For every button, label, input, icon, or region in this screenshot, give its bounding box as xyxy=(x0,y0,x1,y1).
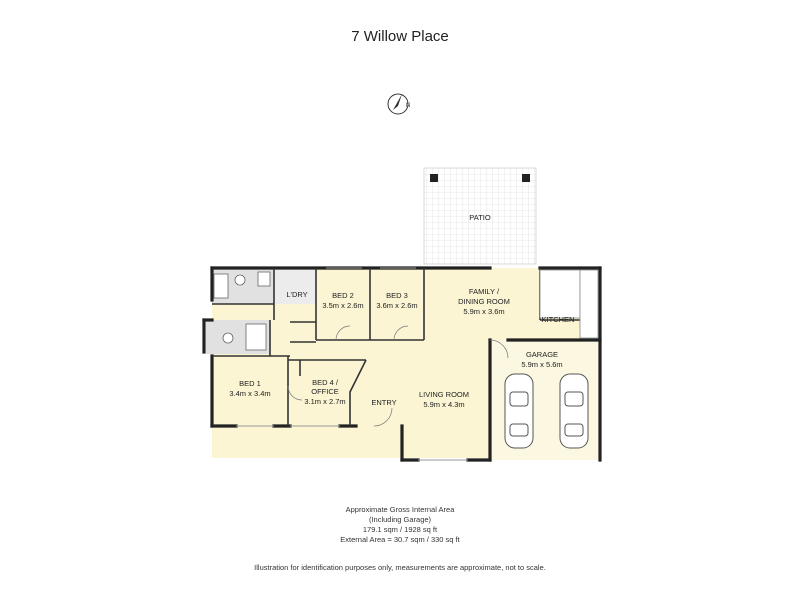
room-size-garage: 5.9m x 5.6m xyxy=(521,360,562,369)
car-icon xyxy=(504,373,534,449)
area-line: (Including Garage) xyxy=(368,515,432,524)
plan-title: 7 Willow Place xyxy=(351,28,449,45)
room-label-bed4: BED 4 / xyxy=(312,378,339,387)
area-summary: Approximate Gross Internal Area (Includi… xyxy=(0,505,800,545)
patio-post xyxy=(430,174,438,182)
area-line: 179.1 sqm / 1928 sq ft xyxy=(362,525,438,534)
room-label-laundry: L'DRY xyxy=(286,290,307,299)
patio-area xyxy=(423,167,537,265)
room-label-bed2: BED 2 xyxy=(332,291,354,300)
disclaimer-text: Illustration for identification purposes… xyxy=(254,563,546,572)
room-label-entry: ENTRY xyxy=(371,398,396,407)
room-size-family: 5.9m x 3.6m xyxy=(463,307,504,316)
room-size-bed1: 3.4m x 3.4m xyxy=(229,389,270,398)
room-size-bed4: 3.1m x 2.7m xyxy=(304,397,345,406)
room-label-bed1: BED 1 xyxy=(239,379,261,388)
door-swings xyxy=(287,325,509,427)
room-size-living: 5.9m x 4.3m xyxy=(423,400,464,409)
patio-post xyxy=(522,174,530,182)
svg-text:N: N xyxy=(406,103,410,109)
car-icon xyxy=(559,373,589,449)
room-label-patio: PATIO xyxy=(469,213,491,222)
room-label-garage: GARAGE xyxy=(526,350,558,359)
room-label-living: LIVING ROOM xyxy=(419,390,469,399)
room-size-bed2: 3.5m x 2.6m xyxy=(322,301,363,310)
kitchen-bench xyxy=(539,269,581,319)
kitchen-bench xyxy=(579,269,599,339)
interior-walls xyxy=(212,268,580,426)
room-label-dining: DINING ROOM xyxy=(458,297,510,306)
area-line: External Area = 30.7 sqm / 330 sq ft xyxy=(340,535,460,544)
room-label-bed3: BED 3 xyxy=(386,291,408,300)
windows xyxy=(236,267,468,461)
room-size-bed3: 3.6m x 2.6m xyxy=(376,301,417,310)
compass-icon: N xyxy=(387,93,410,115)
area-line: Approximate Gross Internal Area xyxy=(345,505,455,514)
room-label-office: OFFICE xyxy=(311,387,339,396)
bathroom-fixtures xyxy=(213,271,271,351)
room-label-kitchen: KITCHEN xyxy=(542,315,575,324)
walls xyxy=(202,266,602,462)
room-label-family: FAMILY / xyxy=(469,287,500,296)
